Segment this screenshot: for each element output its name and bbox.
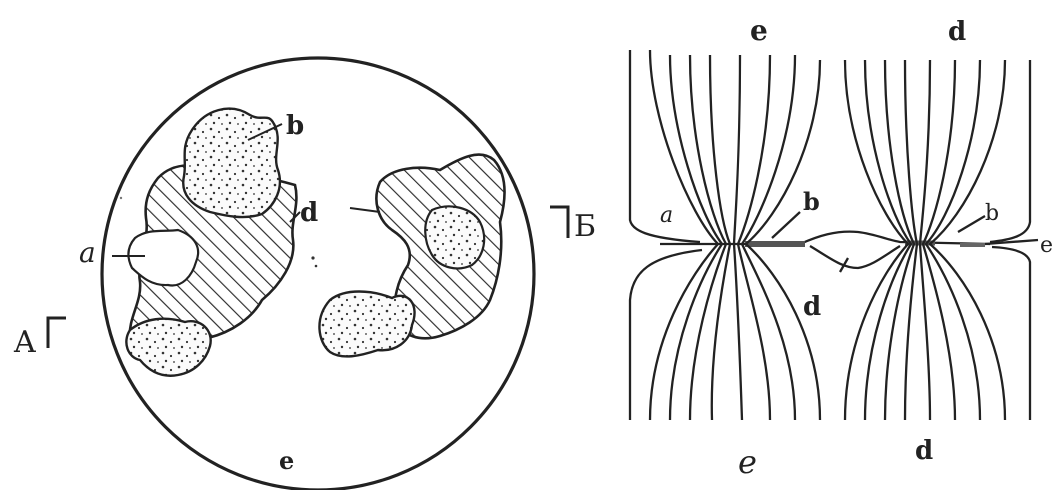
label-e: e [279, 446, 294, 475]
boundary-inclusion [810, 246, 900, 268]
label-d-top: d [948, 17, 966, 47]
field-line [930, 60, 1005, 420]
dotted-region-b-top [183, 109, 280, 217]
label-e-right: e [1040, 233, 1053, 258]
left-panel: A Б a b d e [13, 58, 596, 490]
field-line [650, 50, 718, 420]
right-panel [630, 50, 1038, 420]
label-a-right: a [660, 203, 673, 228]
dotted-region-bottom-left [126, 319, 210, 376]
leader-b1 [772, 212, 800, 238]
section-label-right: Б [574, 209, 596, 244]
field-line [845, 60, 908, 420]
leader-d-right [350, 208, 380, 212]
label-d-mid: d [803, 292, 821, 322]
section-mark-right [550, 207, 568, 238]
label-a: a [79, 236, 96, 269]
speck [120, 197, 122, 199]
speck [315, 265, 318, 268]
leader-b2 [958, 216, 985, 232]
section-mark-left [48, 318, 66, 348]
label-b1-right: b [803, 187, 820, 216]
label-e-bottom: e [738, 443, 757, 481]
dotted-region-lower-right [319, 292, 414, 357]
frame-right-lower [992, 247, 1030, 420]
dotted-inclusion-right [425, 206, 484, 268]
label-b: b [286, 111, 304, 141]
label-e-top: e [750, 14, 768, 47]
label-d: d [300, 198, 318, 228]
section-label-left: A [13, 325, 36, 360]
field-line [690, 55, 726, 420]
label-d-bottom: d [915, 436, 933, 466]
speck [311, 256, 314, 259]
label-b2-right: b [985, 201, 999, 226]
